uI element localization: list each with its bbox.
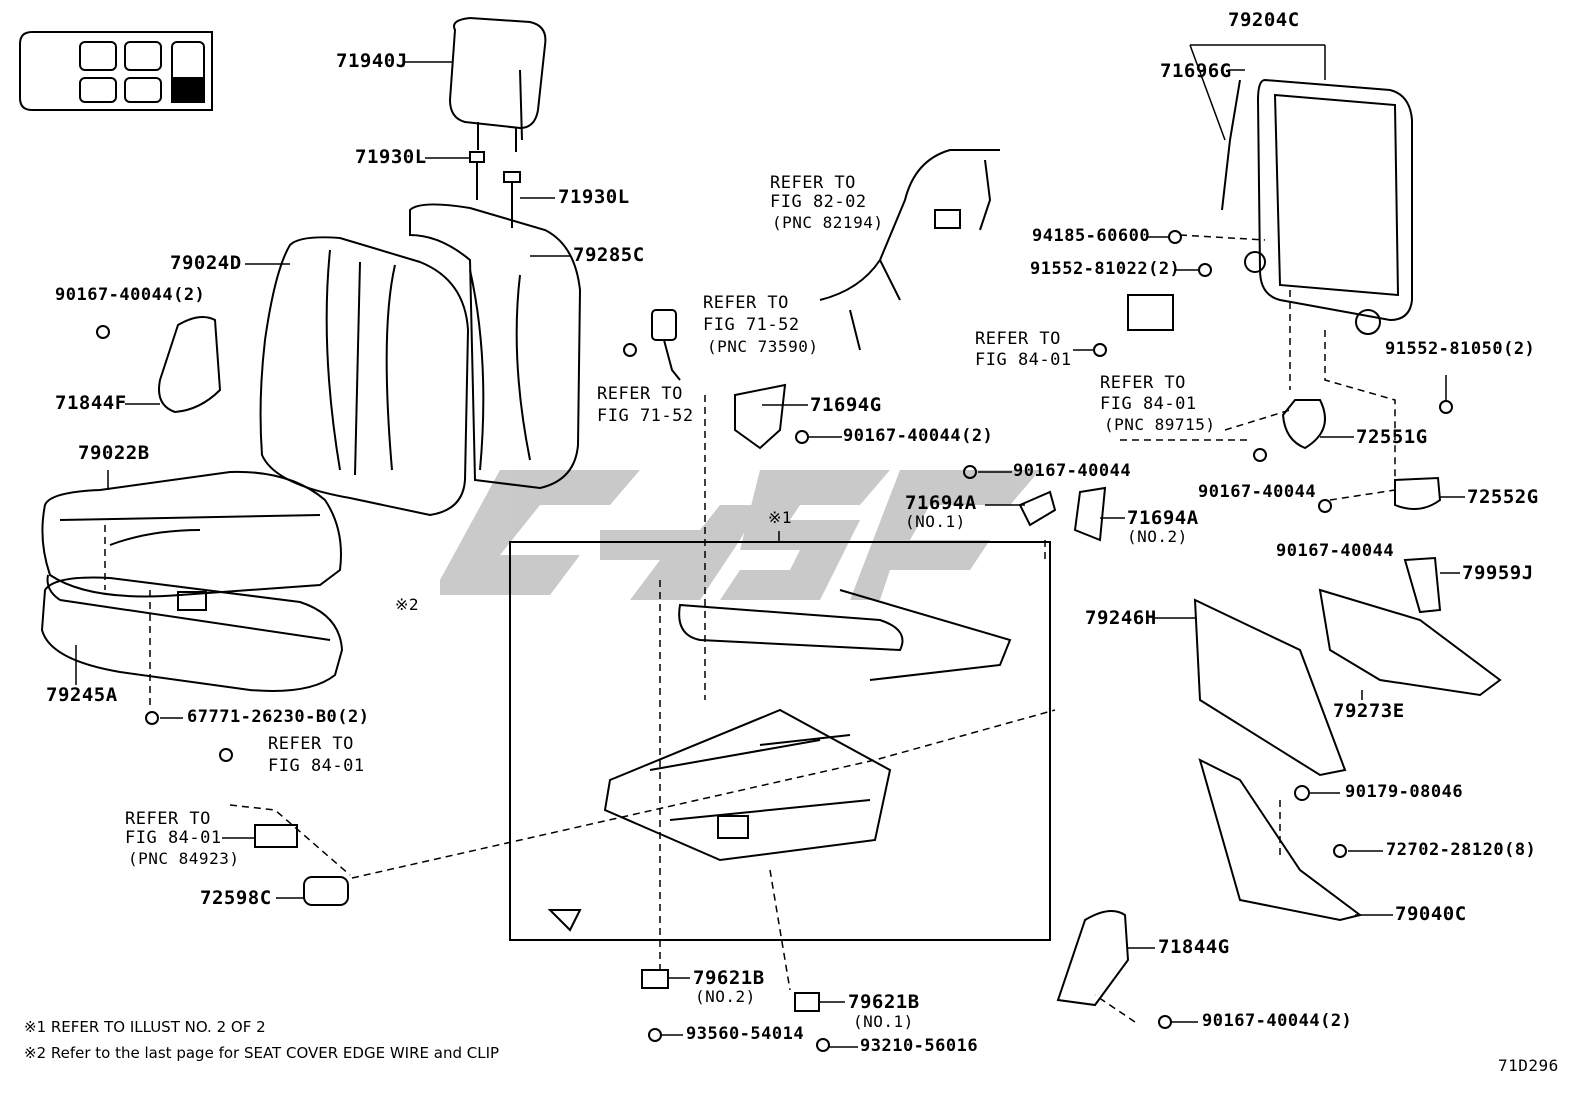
part-label-71930L-upper: 71930L	[355, 146, 427, 168]
bracket-79273E-drawing	[1318, 588, 1502, 697]
part-label-90167-40044-right-1: 90167-40044	[1198, 482, 1317, 502]
part-label-91552-81050: 91552-81050(2)	[1385, 339, 1536, 359]
part-label-71694A-no1: 71694A	[905, 492, 977, 514]
refer-label-3-pnc: (PNC 82194)	[772, 213, 884, 232]
refer-label-7-fig: FIG 84-01	[1100, 394, 1197, 414]
diagram-code: 71D296	[1498, 1056, 1559, 1075]
refer-label-2: REFER TO	[125, 809, 211, 829]
seatback-cover-drawing	[259, 236, 470, 517]
part-label-79621B-no1-sub: (NO.1)	[853, 1012, 914, 1031]
refer-label-1-fig: FIG 84-01	[268, 756, 365, 776]
refer-label-7: REFER TO	[1100, 373, 1186, 393]
part-label-71940J: 71940J	[336, 50, 408, 72]
side-cover-left-drawing	[158, 315, 222, 414]
part-label-72551G: 72551G	[1356, 426, 1428, 448]
callout-leader-lines	[75, 44, 1465, 1048]
headrest-drawing	[448, 16, 547, 152]
refer-label-6: REFER TO	[975, 329, 1061, 349]
part-label-90179-08046: 90179-08046	[1345, 782, 1464, 802]
part-label-72552G: 72552G	[1467, 486, 1539, 508]
refer-label-4: REFER TO	[703, 293, 789, 313]
part-label-93560-54014: 93560-54014	[686, 1024, 805, 1044]
recliner-cover-inner-drawing	[734, 383, 787, 450]
part-label-79273E: 79273E	[1333, 700, 1405, 722]
refer-label-5-fig: FIG 71-52	[597, 406, 694, 426]
seat-belt-buckle-drawing	[651, 309, 681, 381]
part-label-79022B: 79022B	[78, 442, 150, 464]
refer-label-2-pnc: (PNC 84923)	[128, 849, 240, 868]
fastener-markers	[96, 230, 1453, 1052]
seatback-frame-drawing	[1221, 78, 1413, 335]
cap-79621B-no1-drawing	[794, 992, 820, 1012]
part-label-79621B-no1: 79621B	[848, 991, 920, 1013]
note-marker-1: ※1	[768, 508, 793, 527]
illustration-reference-box	[509, 541, 1051, 941]
refer-label-3-fig: FIG 82-02	[770, 192, 867, 212]
part-label-79621B-no2: 79621B	[693, 967, 765, 989]
bracket-79246H-drawing	[1193, 598, 1347, 777]
switch-84923-drawing	[254, 824, 298, 848]
part-label-90167-40044-2-right: 90167-40044(2)	[1202, 1011, 1353, 1031]
part-label-93210-56016: 93210-56016	[860, 1036, 979, 1056]
knob-72598C-drawing	[303, 876, 349, 906]
refer-label-6-fig: FIG 84-01	[975, 350, 1072, 370]
part-label-90167-40044-center: 90167-40044	[1013, 461, 1132, 481]
refer-label-5: REFER TO	[597, 384, 683, 404]
part-label-79024D: 79024D	[170, 252, 242, 274]
bracket-no1-drawing	[1018, 490, 1057, 527]
part-label-79245A: 79245A	[46, 684, 118, 706]
part-label-90167-40044-2-left: 90167-40044(2)	[55, 285, 206, 305]
part-label-79204C: 79204C	[1228, 9, 1300, 31]
part-label-94185-60600: 94185-60600	[1032, 226, 1151, 246]
part-label-71930L-lower: 71930L	[558, 186, 630, 208]
refer-label-4-fig: FIG 71-52	[703, 315, 800, 335]
part-label-71844F: 71844F	[55, 392, 127, 414]
part-label-79040C: 79040C	[1395, 903, 1467, 925]
headrest-guides	[469, 151, 521, 228]
part-label-90167-40044-2-center: 90167-40044(2)	[843, 426, 994, 446]
part-label-67771-26230-B0: 67771-26230-B0(2)	[187, 707, 370, 727]
part-label-71694A-no2: 71694A	[1127, 507, 1199, 529]
watermark-logo	[440, 470, 1040, 600]
part-label-71696G: 71696G	[1160, 60, 1232, 82]
part-label-90167-40044-right-2: 90167-40044	[1276, 541, 1395, 561]
part-label-79621B-no2-sub: (NO.2)	[695, 987, 756, 1006]
refer-label-1: REFER TO	[268, 734, 354, 754]
seat-position-icon	[19, 31, 213, 111]
seatback-rear-cover-drawing	[409, 203, 582, 490]
seat-cushion-pad-drawing	[40, 576, 344, 692]
part-label-71844G: 71844G	[1158, 936, 1230, 958]
cap-79621B-no2-drawing	[641, 969, 669, 989]
seat-cushion-frame-drawing	[547, 589, 1012, 932]
wire-harness-drawing	[819, 149, 1000, 351]
part-label-71694A-no2-sub: (NO.2)	[1127, 527, 1188, 546]
note-marker-2: ※2	[395, 595, 420, 614]
refer-label-2-fig: FIG 84-01	[125, 828, 222, 848]
refer-label-3: REFER TO	[770, 173, 856, 193]
part-label-91552-81022: 91552-81022(2)	[1030, 259, 1181, 279]
part-label-79959J: 79959J	[1462, 562, 1534, 584]
part-label-79246H: 79246H	[1085, 607, 1157, 629]
refer-label-7-pnc: (PNC 89715)	[1104, 415, 1216, 434]
bracket-79959J-drawing	[1403, 556, 1442, 614]
recliner-cover-outer-drawing	[1394, 476, 1442, 510]
part-label-72598C: 72598C	[200, 887, 272, 909]
recliner-cover-right-drawing	[1281, 399, 1326, 450]
assembly-dashed-lines	[104, 234, 1396, 1023]
footnote-2: ※2 Refer to the last page for SEAT COVER…	[24, 1044, 500, 1062]
control-module-drawing	[1127, 294, 1174, 331]
seat-cushion-cover-drawing	[41, 470, 342, 601]
part-label-71694A-no1-sub: (NO.1)	[905, 512, 966, 531]
side-cover-71844G-drawing	[1056, 910, 1130, 1007]
part-label-79285C: 79285C	[573, 244, 645, 266]
footnote-1: ※1 REFER TO ILLUST NO. 2 OF 2	[24, 1018, 266, 1036]
refer-label-4-pnc: (PNC 73590)	[707, 337, 819, 356]
bracket-no2-drawing	[1073, 486, 1107, 542]
part-label-71694G: 71694G	[810, 394, 882, 416]
part-label-72702-28120: 72702-28120(8)	[1386, 840, 1537, 860]
